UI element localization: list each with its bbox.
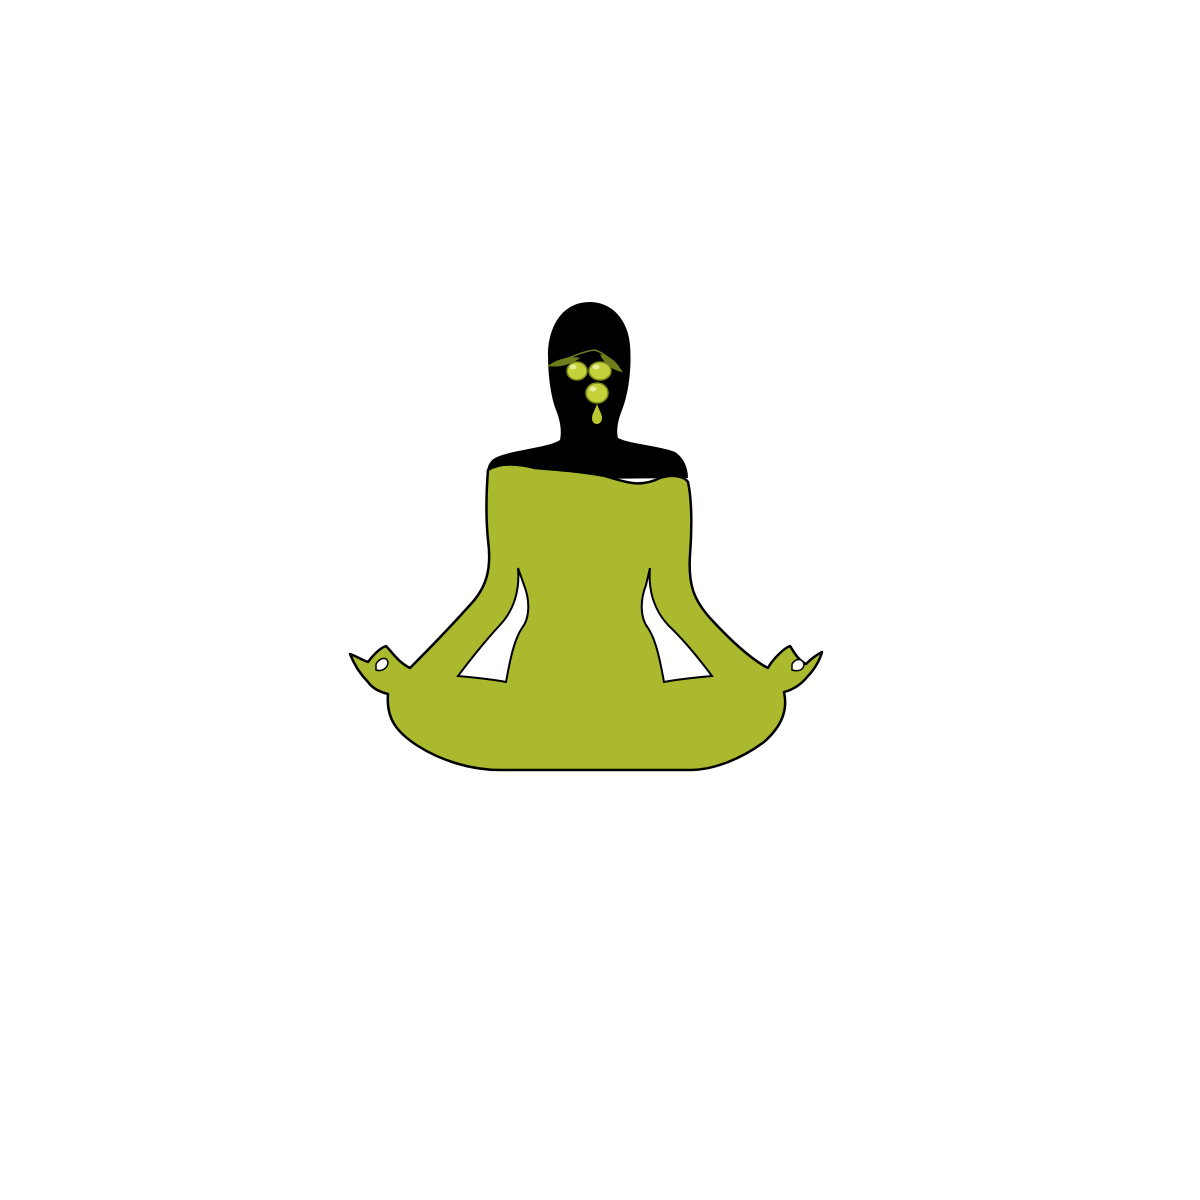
- left-arm-gap: [456, 567, 530, 684]
- olive-highlight-1: [569, 364, 577, 370]
- leaf-right: [600, 354, 622, 372]
- oil-drop-icon: [592, 404, 602, 424]
- olive-branch-icon: [547, 349, 623, 404]
- olive-highlight-2: [592, 364, 600, 370]
- olive-1: [566, 361, 588, 381]
- left-hand-hole: [375, 657, 389, 672]
- olive-2: [588, 361, 612, 381]
- right-hand-hole: [791, 658, 805, 672]
- right-arm-gap: [640, 567, 714, 684]
- olive-highlight-3: [589, 386, 597, 392]
- olive-3: [585, 382, 609, 404]
- leaf-left: [548, 357, 580, 367]
- body-shape: [348, 463, 824, 772]
